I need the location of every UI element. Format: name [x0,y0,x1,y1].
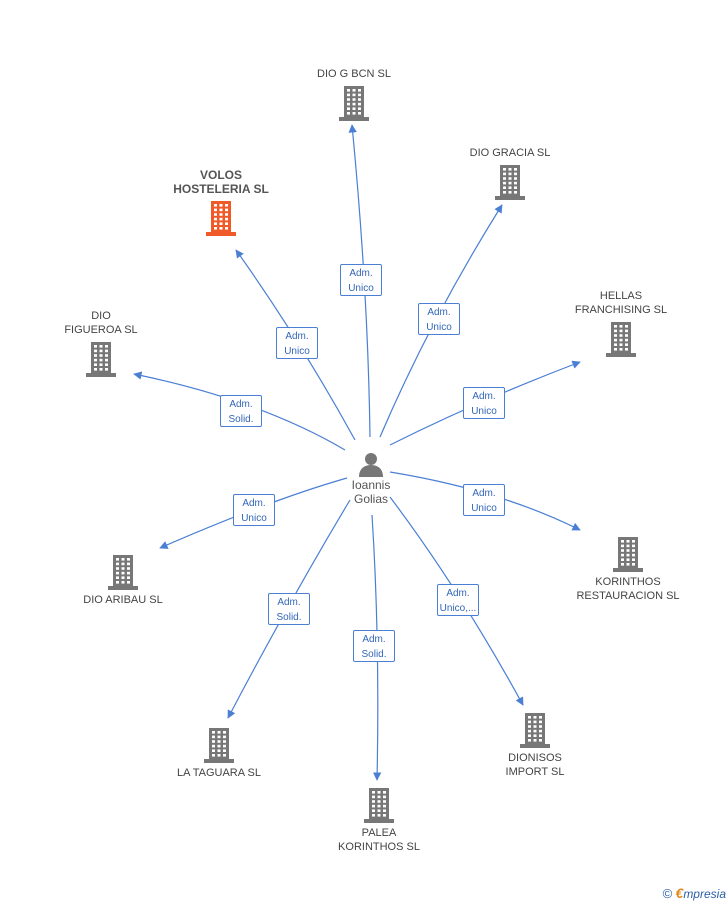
building-icon [204,728,234,763]
company-node-palea[interactable]: PALEA KORINTHOS SL [314,787,444,854]
company-label: PALEA KORINTHOS SL [338,827,420,853]
building-icon [108,555,138,590]
brand-name: mpresia [683,887,726,901]
company-label: DIO G BCN SL [317,68,391,80]
edge-label-volos[interactable]: Adm. Unico [276,327,318,359]
edge-label-korinthos-rest[interactable]: Adm. Unico [463,484,505,516]
company-node-dio-aribau[interactable]: DIO ARIBAU SL [58,554,188,607]
company-node-la-taguara[interactable]: LA TAGUARA SL [154,727,284,780]
company-label: VOLOS HOSTELERIA SL [173,168,269,196]
company-label: HELLAS FRANCHISING SL [574,290,668,316]
edge-label-dio-aribau[interactable]: Adm. Unico [233,494,275,526]
edge-label-dio-g-bcn[interactable]: Adm. Unico [340,264,382,296]
brand-logo-initial: € [675,885,684,901]
company-label: DIO GRACIA SL [469,147,551,159]
building-icon [606,322,636,357]
edge-label-dio-figueroa[interactable]: Adm. Solid. [220,395,262,427]
edge-label-dionisos[interactable]: Adm. Unico,... [437,584,479,616]
company-label: DIONISOS IMPORT SL [505,752,565,778]
company-label: KORINTHOS RESTAURACION SL [576,576,680,602]
person-node[interactable]: Ioannis Golias [335,450,407,506]
edge-label-palea[interactable]: Adm. Solid. [353,630,395,662]
building-icon [613,537,643,572]
company-node-korinthos-rest[interactable]: KORINTHOS RESTAURACION SL [563,536,693,603]
building-icon [206,201,236,236]
person-name: Ioannis Golias [351,478,391,506]
building-icon [495,165,525,200]
company-label: DIO FIGUEROA SL [64,310,138,336]
person-icon [359,453,383,477]
building-icon [339,86,369,121]
company-node-dio-g-bcn[interactable]: DIO G BCN SL [289,67,419,121]
company-node-dionisos[interactable]: DIONISOS IMPORT SL [470,712,600,779]
building-icon [520,713,550,748]
company-label: DIO ARIBAU SL [83,594,163,606]
company-node-volos[interactable]: VOLOS HOSTELERIA SL [156,168,286,236]
company-node-dio-gracia[interactable]: DIO GRACIA SL [445,146,575,200]
building-icon [364,788,394,823]
company-label: LA TAGUARA SL [177,767,261,779]
copyright-icon: © [662,886,673,901]
edge-label-la-taguara[interactable]: Adm. Solid. [268,593,310,625]
footer-brand: © €mpresia [663,885,726,901]
edge-label-dio-gracia[interactable]: Adm. Unico [418,303,460,335]
company-node-hellas[interactable]: HELLAS FRANCHISING SL [556,289,686,357]
building-icon [86,342,116,377]
edge-label-hellas[interactable]: Adm. Unico [463,387,505,419]
company-node-dio-figueroa[interactable]: DIO FIGUEROA SL [36,309,166,377]
